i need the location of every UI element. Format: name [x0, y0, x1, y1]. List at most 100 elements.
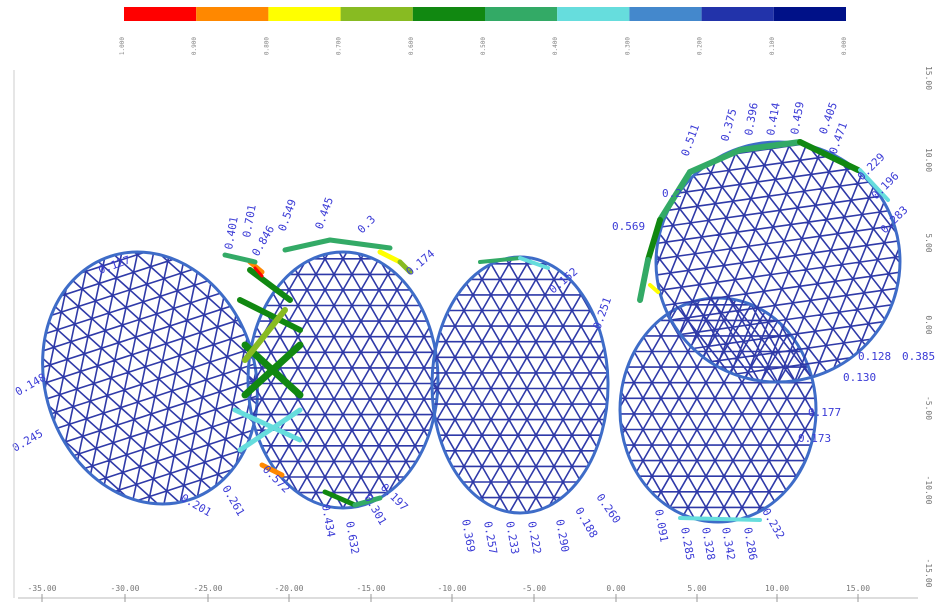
dome-rim [654, 140, 902, 384]
legend-label: 0.900 [191, 37, 198, 55]
legend-label: 1.000 [119, 37, 126, 55]
member-utilization-label: 0.148 [13, 371, 48, 399]
dome-rim [246, 250, 440, 510]
member-utilization-label: 0.173 [798, 432, 831, 445]
dome-meshes [10, 126, 916, 533]
hotspot-member [237, 407, 303, 453]
member-utilization-label: 0.127 [97, 253, 133, 277]
legend-swatch [485, 7, 558, 21]
member-utilization-label: 0.222 [525, 520, 544, 555]
y-tick-label: -15.00 [924, 559, 933, 588]
member-utilization-label: 0.177 [808, 406, 841, 419]
member-utilization-label: 0.369 [459, 518, 478, 553]
hotspot-member [232, 407, 303, 443]
x-tick-label: 0.00 [606, 584, 625, 593]
x-tick-label: 10.00 [765, 584, 789, 593]
y-tick-label: 15.00 [924, 66, 933, 90]
hotspot-member [797, 139, 861, 173]
hotspot-member [678, 516, 762, 522]
hotspot-member [737, 139, 803, 153]
hotspot-member [222, 252, 258, 265]
member-utilization-label: 0.2 [662, 187, 682, 200]
member-utilization-label: 0.569 [612, 220, 645, 233]
member-utilization-label: 0.286 [741, 526, 760, 561]
legend-swatch [412, 7, 485, 21]
x-tick-label: -15.00 [357, 584, 386, 593]
legend-label: 0.100 [769, 37, 776, 55]
hotspot-member [687, 147, 743, 175]
hotspot-member [478, 256, 522, 264]
hotspot-member [648, 283, 660, 294]
member-utilization-label: 0.445 [313, 195, 337, 231]
legend-label: 0.000 [841, 37, 848, 55]
hotspot-member [242, 307, 288, 363]
member-utilization-label: 0.233 [503, 520, 522, 555]
member-utilization-label: 0.188 [572, 505, 600, 540]
hotspot-member [858, 168, 890, 202]
hotspot-member [518, 256, 550, 270]
legend-swatch [557, 7, 630, 21]
member-utilization-label: 0.459 [788, 101, 807, 136]
x-tick-label: -25.00 [194, 584, 223, 593]
y-tick-label: 0.00 [924, 315, 933, 334]
member-utilization-label: 0.632 [343, 520, 362, 555]
x-tick-label: -10.00 [438, 584, 467, 593]
hotspot-member [645, 217, 663, 263]
legend-swatch [701, 7, 774, 21]
member-utilization-label: 0.3 [355, 213, 378, 236]
legend-label: 0.800 [263, 37, 270, 55]
member-utilization-label: 0.396 [742, 102, 761, 137]
legend-swatch [340, 7, 413, 21]
member-utilization-label: 0.434 [319, 503, 338, 538]
hotspot-member [322, 489, 358, 508]
x-tick-label: 15.00 [846, 584, 870, 593]
x-tick-label: -20.00 [275, 584, 304, 593]
legend-label: 0.200 [697, 37, 704, 55]
member-utilization-label: 0.285 [678, 526, 697, 561]
hotspot-member [241, 341, 304, 399]
legend-label: 0.500 [480, 37, 487, 55]
hotspot-member [247, 267, 293, 303]
hotspot-member [352, 495, 383, 508]
y-axis: 15.00 10.00 5.00 0.00 -5.00 -10.00 -15.00 [13, 66, 933, 598]
hotspot-member [259, 462, 285, 478]
member-utilization-label: 0.290 [553, 518, 572, 553]
y-tick-label: -5.00 [924, 396, 933, 420]
member-utilization-label: 0.385 [902, 350, 935, 363]
x-tick-label: -30.00 [111, 584, 140, 593]
x-axis: -35.00 -30.00 -25.00 -20.00 -15.00 -10.00 -5.0… [18, 584, 918, 602]
hotspot-member [637, 257, 651, 303]
legend-swatch [268, 7, 341, 21]
y-tick-label: -10.00 [924, 476, 933, 505]
legend-swatch [773, 7, 846, 21]
member-utilization-label: 0.414 [764, 101, 783, 136]
member-utilization-label: 0.701 [240, 204, 259, 239]
x-tick-label: -5.00 [522, 584, 546, 593]
hotspot-member [282, 237, 333, 253]
x-tick-label: 5.00 [687, 584, 706, 593]
member-utilization-label: 0.091 [652, 508, 671, 543]
legend-label: 0.700 [336, 37, 343, 55]
member-utilization-label: 0.232 [759, 506, 787, 541]
member-utilization-label: 0.342 [719, 526, 738, 561]
x-tick-label: -35.00 [28, 584, 57, 593]
legend-swatch [124, 7, 197, 21]
member-utilization-label: 0.375 [718, 107, 739, 142]
member-utilization-label: 0.511 [679, 122, 703, 158]
member-utilization-label: 0.549 [276, 197, 300, 233]
member-utilization-label: 0.174 [404, 247, 438, 278]
hotspot-member [657, 169, 693, 223]
member-utilization-label: 0.257 [481, 520, 500, 555]
utilization-hotspots [222, 139, 890, 522]
member-utilization-label: 0.261 [219, 483, 247, 518]
member-utilization-label: 0.401 [222, 216, 241, 251]
y-tick-label: 5.00 [924, 233, 933, 252]
hotspot-member [327, 237, 393, 251]
member-utilization-label: 0.328 [699, 526, 718, 561]
member-utilization-label: 0.152 [547, 265, 581, 296]
legend-label: 0.300 [624, 37, 631, 55]
